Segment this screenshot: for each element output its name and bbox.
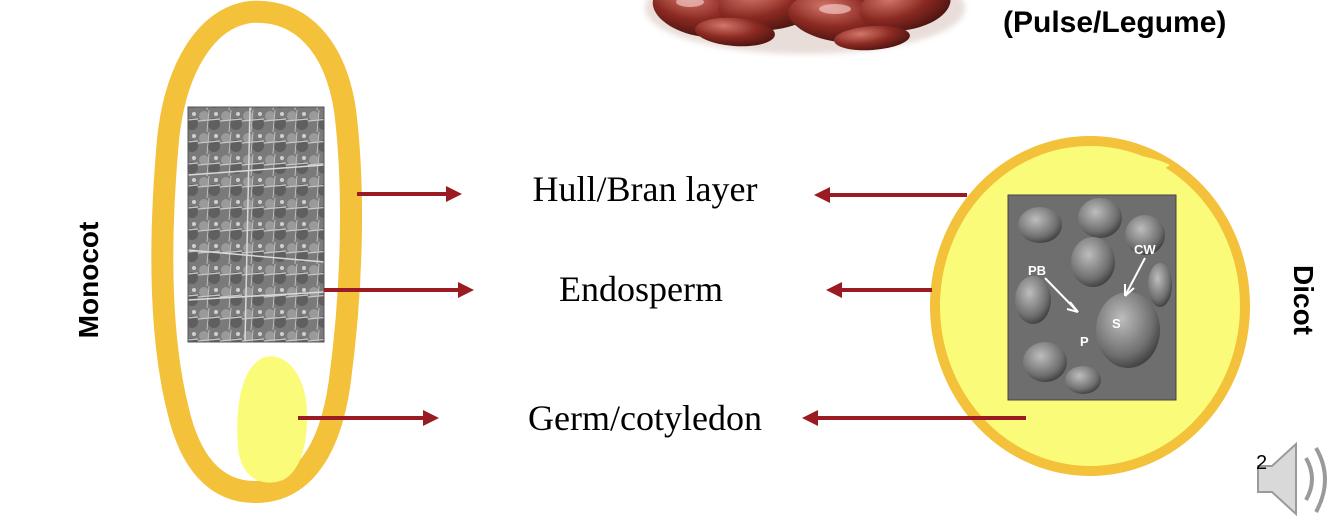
arrow-hull-left xyxy=(357,186,462,202)
dicot-micrograph xyxy=(1007,194,1177,401)
arrow-endosperm-left xyxy=(324,282,474,298)
arrows xyxy=(298,186,1026,426)
part-label-hull: Hull/Bran layer xyxy=(532,169,758,209)
monocot-label: Monocot xyxy=(73,221,104,339)
part-label-germ: Germ/cotyledon xyxy=(528,398,762,438)
micrograph-label-p: P xyxy=(1080,334,1089,349)
monocot-micrograph xyxy=(187,106,325,343)
micrograph-label-pb: PB xyxy=(1028,263,1047,278)
part-label-endosperm: Endosperm xyxy=(559,269,723,309)
speaker-icon[interactable] xyxy=(1257,441,1327,516)
kidney-beans xyxy=(652,0,951,51)
arrow-germ-right xyxy=(802,410,1026,426)
micrograph-label-cw: CW xyxy=(1134,242,1156,257)
micrograph-label-s: S xyxy=(1112,316,1121,331)
arrow-endosperm-right xyxy=(826,282,932,298)
monocot-germ-highlight xyxy=(237,356,308,483)
dicot-highlight-overflow xyxy=(1043,151,1170,185)
monocot-seed-outline xyxy=(151,0,363,503)
dicot-label: Dicot xyxy=(1288,265,1319,335)
title-fragment: (Pulse/Legume) xyxy=(1003,6,1227,39)
arrow-hull-right xyxy=(814,187,967,203)
slide-number: 2 xyxy=(1256,452,1268,474)
arrow-germ-left xyxy=(298,410,439,426)
